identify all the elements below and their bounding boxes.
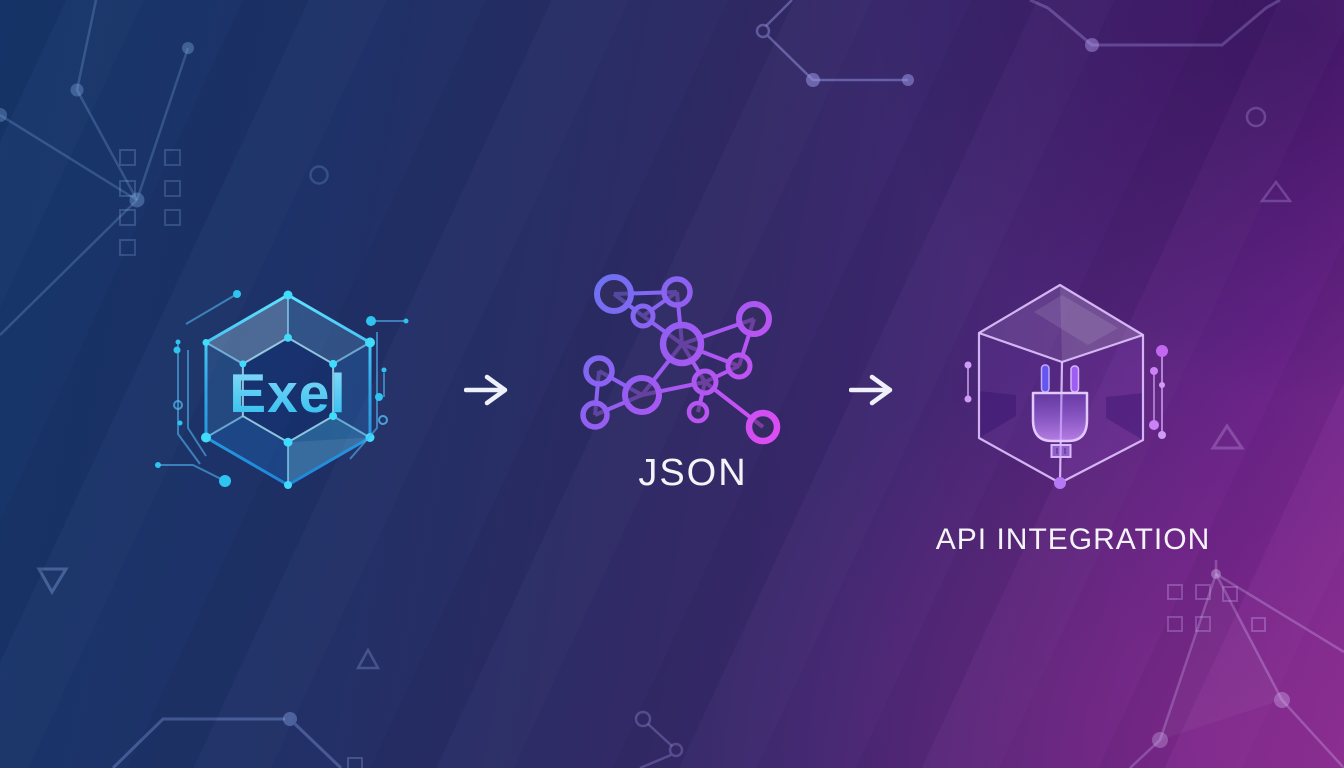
api-integration-label: API INTEGRATION: [935, 523, 1211, 556]
api-cube-plug-icon: [964, 283, 1168, 489]
triangle-decor: [36, 567, 69, 595]
triangle-decor: [355, 647, 381, 670]
cube-side-decor: [964, 345, 1168, 439]
triangle-decor: [1259, 179, 1293, 203]
json-label: JSON: [638, 452, 748, 494]
faint-circle-decor: [1245, 106, 1267, 128]
network-nodes: [580, 274, 781, 445]
topmiddle-circuit: [755, 0, 908, 82]
excel-hexagon-icon: Exel: [155, 290, 409, 489]
topleft-squares-grid: [119, 149, 181, 256]
arrow-right-icon: [464, 374, 508, 406]
arrow-right-icon: [849, 374, 893, 406]
cube-faces: [979, 285, 1143, 483]
bottomcenter-circuit: [634, 710, 684, 768]
excel-label: Exel: [229, 362, 346, 424]
bottomleft-hexagon-trace: [111, 712, 363, 768]
hexagon-circuit-decor: [155, 290, 409, 487]
faint-circle-decor: [309, 165, 329, 185]
topright-hexagon-outline: [1029, 0, 1281, 52]
json-network-icon: [580, 274, 781, 445]
topleft-network-dots: [0, 42, 194, 208]
plug-icon: [1031, 364, 1089, 458]
bottomright-squares-grid: [1167, 584, 1266, 632]
topleft-network-lines: [0, 0, 190, 336]
hexagon-glow-dots: [201, 290, 375, 489]
cube-bottom-dot: [1054, 477, 1066, 489]
triangle-decor: [1210, 423, 1245, 450]
bottomright-network: [1129, 560, 1344, 768]
topmiddle-circuit-dots: [806, 73, 914, 87]
